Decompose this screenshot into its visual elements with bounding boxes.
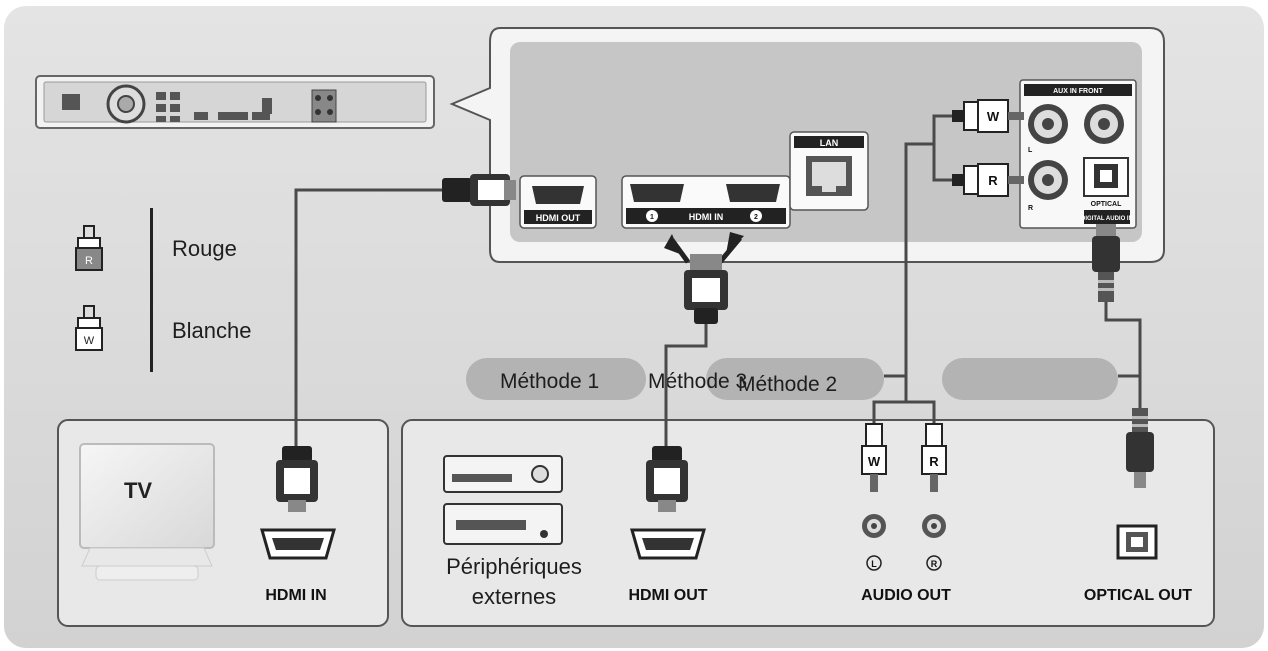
red-plug-icon: R	[75, 225, 103, 271]
panel-optical-label: OPTICAL	[1091, 201, 1122, 208]
panel-lan-port: LAN	[789, 131, 869, 211]
panel-hdmi-in-ports: 1 HDMI IN 2	[621, 175, 791, 229]
aux-r-plug-letter: R	[988, 173, 998, 188]
panel-hdmi-out-port: HDMI OUT	[519, 175, 597, 229]
audio-left-label: L	[871, 559, 877, 569]
external-devices-label-line2: externes	[472, 584, 556, 609]
optical-out-plug	[1126, 408, 1154, 488]
legend-white-label: Blanche	[172, 318, 252, 343]
method2-pill	[706, 358, 884, 400]
hdmi-in-port-2-label: 2	[754, 214, 758, 221]
legend-red-label: Rouge	[172, 236, 237, 261]
cable-hdmi-out-to-tv	[294, 188, 450, 450]
tv-hdmi-in-label: HDMI IN	[265, 587, 326, 604]
cable-aux-to-audio-r	[906, 400, 936, 426]
optical-plug-panel	[1092, 224, 1120, 302]
white-plug-icon: W	[75, 305, 103, 351]
audio-r-plug: R	[921, 423, 947, 492]
optical-out-label: OPTICAL OUT	[1084, 587, 1192, 604]
hdmi-plug-panel-out	[442, 174, 516, 206]
cable-aux-split-top	[932, 114, 958, 182]
aux-r-plug: R	[952, 163, 1024, 197]
tv-hdmi-plug	[276, 446, 318, 512]
aux-left-label: L	[1028, 147, 1033, 154]
tv-hdmi-in-port-icon	[260, 528, 336, 560]
panel-lan-label: LAN	[820, 138, 839, 148]
method1-label: Méthode 1	[500, 370, 599, 393]
method3-label: Méthode 3	[648, 370, 747, 393]
hdmi-in-arrows	[664, 232, 744, 264]
aux-right-label: R	[1028, 205, 1033, 212]
panel-hdmi-out-label: HDMI OUT	[536, 213, 581, 223]
external-devices-box	[401, 419, 1215, 627]
external-device-icon	[443, 455, 563, 545]
audio-r-plug-letter: R	[929, 454, 939, 469]
tv-icon: TV	[79, 443, 215, 581]
method3-pill	[942, 358, 1118, 400]
hdmi-in-port-1-label: 1	[650, 214, 654, 221]
audio-out-jacks: L R	[862, 514, 946, 571]
device-hdmi-out-port-icon	[630, 528, 706, 560]
audio-w-plug: W	[861, 423, 887, 492]
aux-w-plug-letter: W	[987, 109, 1000, 124]
optical-out-port-icon	[1116, 524, 1158, 560]
audio-right-label: R	[931, 559, 938, 569]
main-unit-rear-view	[35, 75, 435, 129]
aux-w-plug: W	[952, 99, 1024, 133]
audio-w-plug-letter: W	[868, 454, 881, 469]
cables	[294, 114, 1142, 450]
hdmi-plug-panel-in	[684, 254, 728, 324]
method2-label: Méthode 2	[738, 373, 837, 396]
legend: R Rouge W Blanche	[75, 208, 252, 372]
red-plug-letter: R	[85, 255, 93, 267]
device-hdmi-out-label: HDMI OUT	[628, 587, 707, 604]
device-hdmi-plug	[646, 446, 688, 512]
method1-pill	[466, 358, 646, 400]
white-plug-letter: W	[84, 335, 95, 347]
audio-out-label: AUDIO OUT	[861, 587, 951, 604]
panel-hdmi-in-label: HDMI IN	[689, 212, 724, 222]
aux-in-front-label: AUX IN FRONT	[1053, 88, 1104, 95]
panel-digital-audio-in-label: DIGITAL AUDIO IN	[1081, 216, 1133, 222]
external-devices-label-line1: Périphériques	[446, 554, 582, 579]
cable-optical	[1104, 300, 1142, 410]
cable-hdmi-in-to-device	[664, 324, 708, 450]
tv-label: TV	[124, 478, 152, 503]
panel-aux-optical-block: AUX IN FRONT L R OPTICAL DIGITAL AUDIO I…	[1019, 79, 1137, 229]
